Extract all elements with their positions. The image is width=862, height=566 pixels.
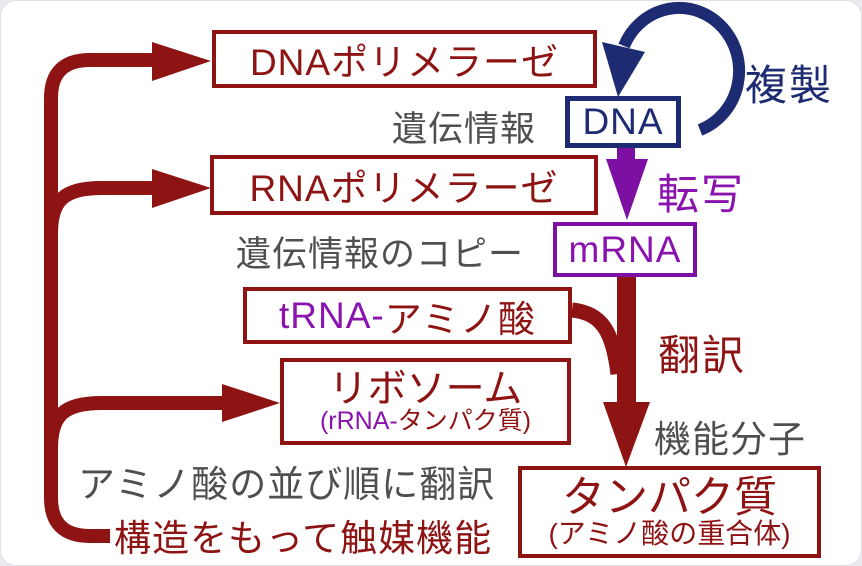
dna-label: DNA — [582, 101, 664, 142]
replication-loop-arrow — [618, 1, 746, 136]
mrna-label: mRNA — [568, 228, 682, 270]
protein-box: タンパク質 (アミノ酸の重合体) — [518, 466, 821, 558]
rna-polymerase-box: RNAポリメラーゼ — [210, 155, 598, 215]
translation-arrow — [603, 276, 650, 467]
functional-molecule-label: 機能分子 — [654, 419, 806, 460]
trna-merge-connector — [570, 302, 626, 375]
amino-acid-order-translation-label: アミノ酸の並び順に翻訳 — [78, 464, 496, 505]
arrowhead-rna-polymerase-icon — [152, 169, 211, 208]
replication-arrowhead-icon — [602, 42, 645, 97]
protein-title: タンパク質 — [562, 473, 777, 522]
rna-polymerase-label: RNAポリメラーゼ — [249, 168, 559, 209]
trna-label-prefix: tRNA- — [279, 294, 385, 336]
translation-label: 翻訳 — [658, 332, 747, 379]
dna-polymerase-box: DNAポリメラーゼ — [212, 30, 597, 88]
dna-box: DNA — [565, 96, 681, 148]
ribosome-box: リボソーム (rRNA-タンパク質) — [280, 358, 571, 445]
genetic-info-copy-label: 遺伝情報のコピー — [236, 235, 525, 274]
branch-to-ribosome-arrow — [44, 396, 234, 450]
ribosome-subtitle-protein: タンパク質) — [397, 406, 532, 435]
genetic-info-label: 遺伝情報 — [392, 110, 537, 149]
dna-polymerase-label: DNAポリメラーゼ — [249, 42, 560, 83]
arrowhead-ribosome-icon — [222, 384, 280, 422]
trna-label-suffix: アミノ酸 — [384, 298, 536, 340]
ribosome-subtitle-rrna: (rRNA- — [319, 406, 398, 435]
ribosome-subtitle: (rRNA-タンパク質) — [319, 406, 532, 435]
ribosome-title: リボソーム — [328, 367, 523, 411]
transcription-arrow — [606, 147, 648, 220]
arrowhead-dna-polymerase-icon — [152, 42, 211, 81]
branch-to-rna-polymerase-arrow — [44, 181, 164, 235]
catalytic-function-label: 構造をもって触媒機能 — [114, 518, 493, 559]
enzyme-feedback-trunk-arrow — [44, 53, 164, 543]
replication-label: 複製 — [745, 62, 834, 109]
protein-subtitle: (アミノ酸の重合体) — [548, 517, 791, 549]
trna-amino-acid-box: tRNA-アミノ酸 — [243, 287, 572, 344]
transcription-label: 転写 — [657, 171, 746, 218]
mrna-box: mRNA — [553, 222, 697, 277]
